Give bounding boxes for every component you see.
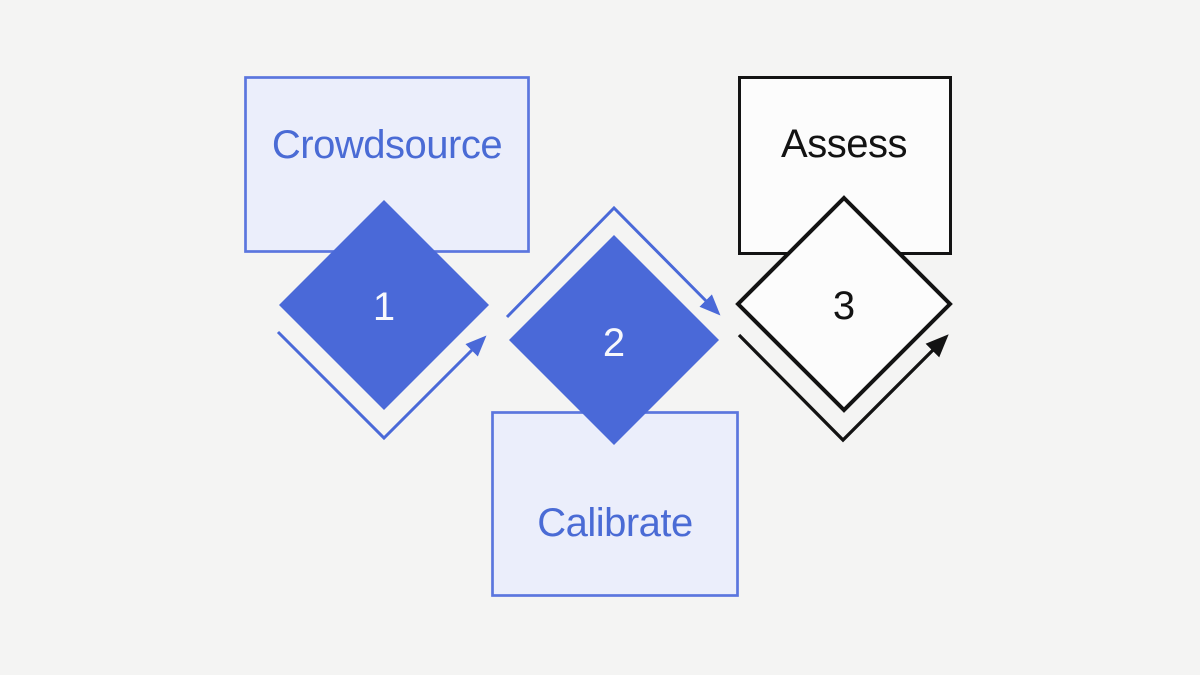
arrow-step-2-to-3	[505, 205, 721, 319]
calibrate-label: Calibrate	[537, 501, 693, 545]
step-2-diamond	[509, 235, 719, 445]
crowdsource-label: Crowdsource	[272, 123, 502, 167]
arrow-step-3-out	[737, 333, 949, 443]
arrow-step-1-to-2	[276, 330, 487, 441]
step-3-diamond	[735, 195, 953, 413]
assess-label: Assess	[781, 122, 907, 166]
step-2-number: 2	[603, 321, 625, 365]
step-3-number: 3	[833, 284, 855, 328]
step-1-diamond	[279, 200, 489, 410]
step-1-number: 1	[373, 285, 395, 329]
